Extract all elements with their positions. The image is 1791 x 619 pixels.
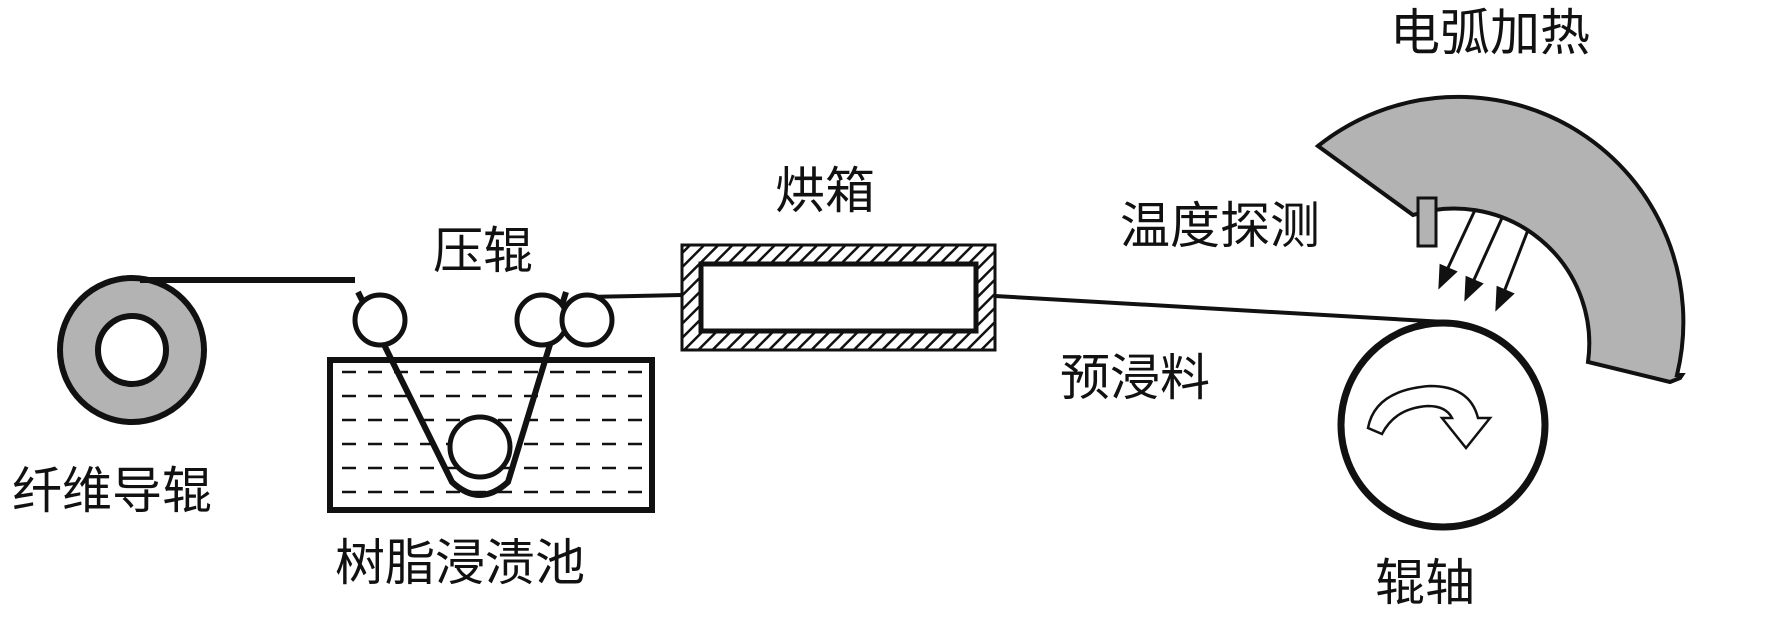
press-roller-left: [352, 292, 408, 348]
label-resin-bath: 树脂浸渍池: [335, 534, 585, 592]
press-roller-right: [559, 292, 615, 348]
press-rollers: [352, 292, 615, 480]
clockwise-arrow-icon: [1366, 384, 1493, 451]
heat-arrows-icon: [1438, 209, 1530, 312]
label-press-roller: 压辊: [433, 222, 533, 280]
oven: [680, 243, 997, 352]
label-oven: 烘箱: [775, 162, 875, 220]
label-roller-shaft: 辊轴: [1375, 554, 1475, 612]
arc-heater: [1314, 94, 1686, 385]
label-prepreg: 预浸料: [1060, 349, 1210, 407]
temperature-probe: [1416, 196, 1438, 248]
fiber-path: [140, 277, 1446, 498]
label-temperature-probe: 温度探测: [1120, 197, 1320, 255]
label-arc-heating: 电弧加热: [1390, 4, 1590, 62]
fiber-guide-roller: [57, 275, 207, 425]
roller-shaft: [1337, 319, 1549, 531]
dip-roller: [447, 414, 513, 480]
label-fiber-guide-roller: 纤维导辊: [12, 462, 212, 520]
